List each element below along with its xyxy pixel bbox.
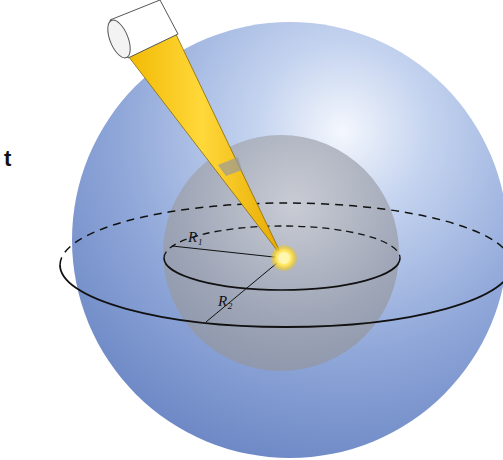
light-source-core — [278, 252, 290, 264]
outer-sphere — [72, 22, 503, 458]
cone-band — [218, 157, 242, 176]
outer-equator-back — [60, 203, 503, 265]
inner-sphere — [163, 135, 399, 371]
fragment-text: t — [4, 148, 11, 170]
radius-r2 — [206, 258, 283, 322]
radius-r1 — [172, 246, 283, 258]
cone-cap-end — [103, 17, 135, 61]
outer-equator-front — [60, 265, 503, 327]
light-source — [271, 245, 297, 271]
light-cone — [122, 26, 283, 258]
radius-label: R₂ — [218, 294, 232, 309]
radius-label: R₁ — [188, 230, 202, 245]
